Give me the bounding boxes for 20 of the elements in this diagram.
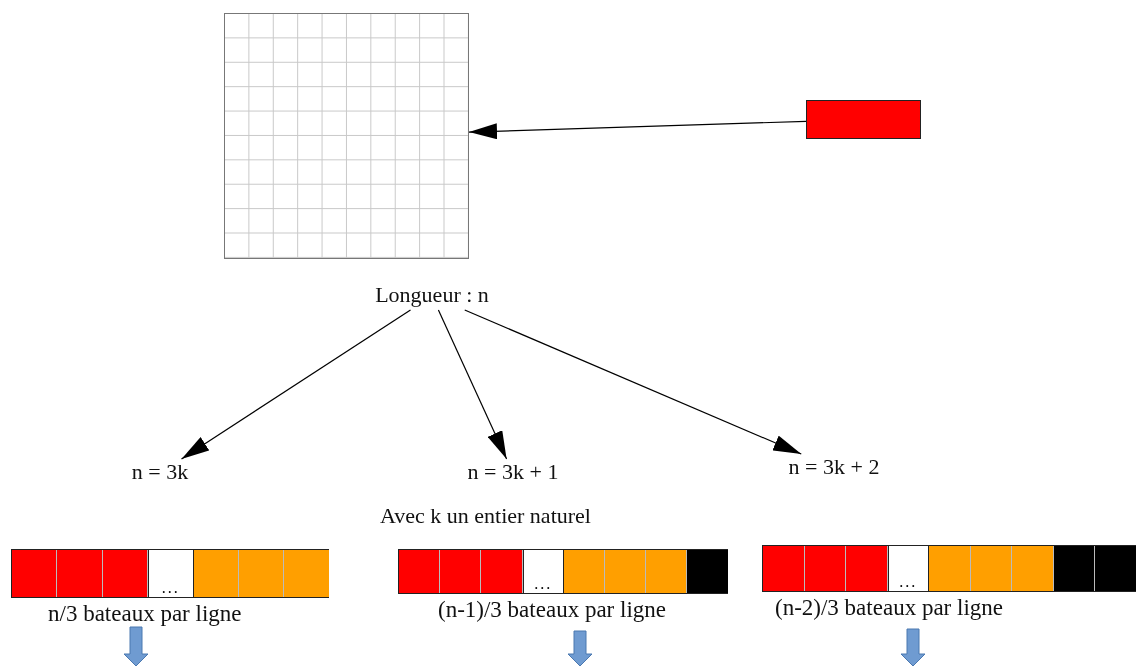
boat-block — [806, 100, 921, 139]
grid-drawing — [224, 13, 469, 259]
block-arrow — [567, 630, 593, 667]
row-caption: n/3 bateaux par ligne — [48, 601, 242, 627]
case-label: n = 3k + 2 — [772, 454, 896, 482]
arrow — [464, 309, 802, 455]
arrow — [437, 309, 508, 460]
arrow — [180, 309, 412, 460]
case-label: n = 3k + 1 — [451, 459, 575, 487]
note-text: Avec k un entier naturel — [380, 503, 591, 529]
block-arrow — [900, 628, 926, 667]
ellipsis: ... — [160, 579, 181, 597]
arrow — [468, 120, 807, 140]
ellipsis: ... — [898, 573, 919, 591]
block-arrow — [123, 626, 149, 667]
case-label: n = 3k — [114, 459, 206, 487]
ellipsis: ... — [533, 575, 554, 593]
length-label: Longueur : n — [356, 282, 508, 310]
row-caption: (n-1)/3 bateaux par ligne — [438, 597, 666, 623]
row-caption: (n-2)/3 bateaux par ligne — [775, 595, 1003, 621]
